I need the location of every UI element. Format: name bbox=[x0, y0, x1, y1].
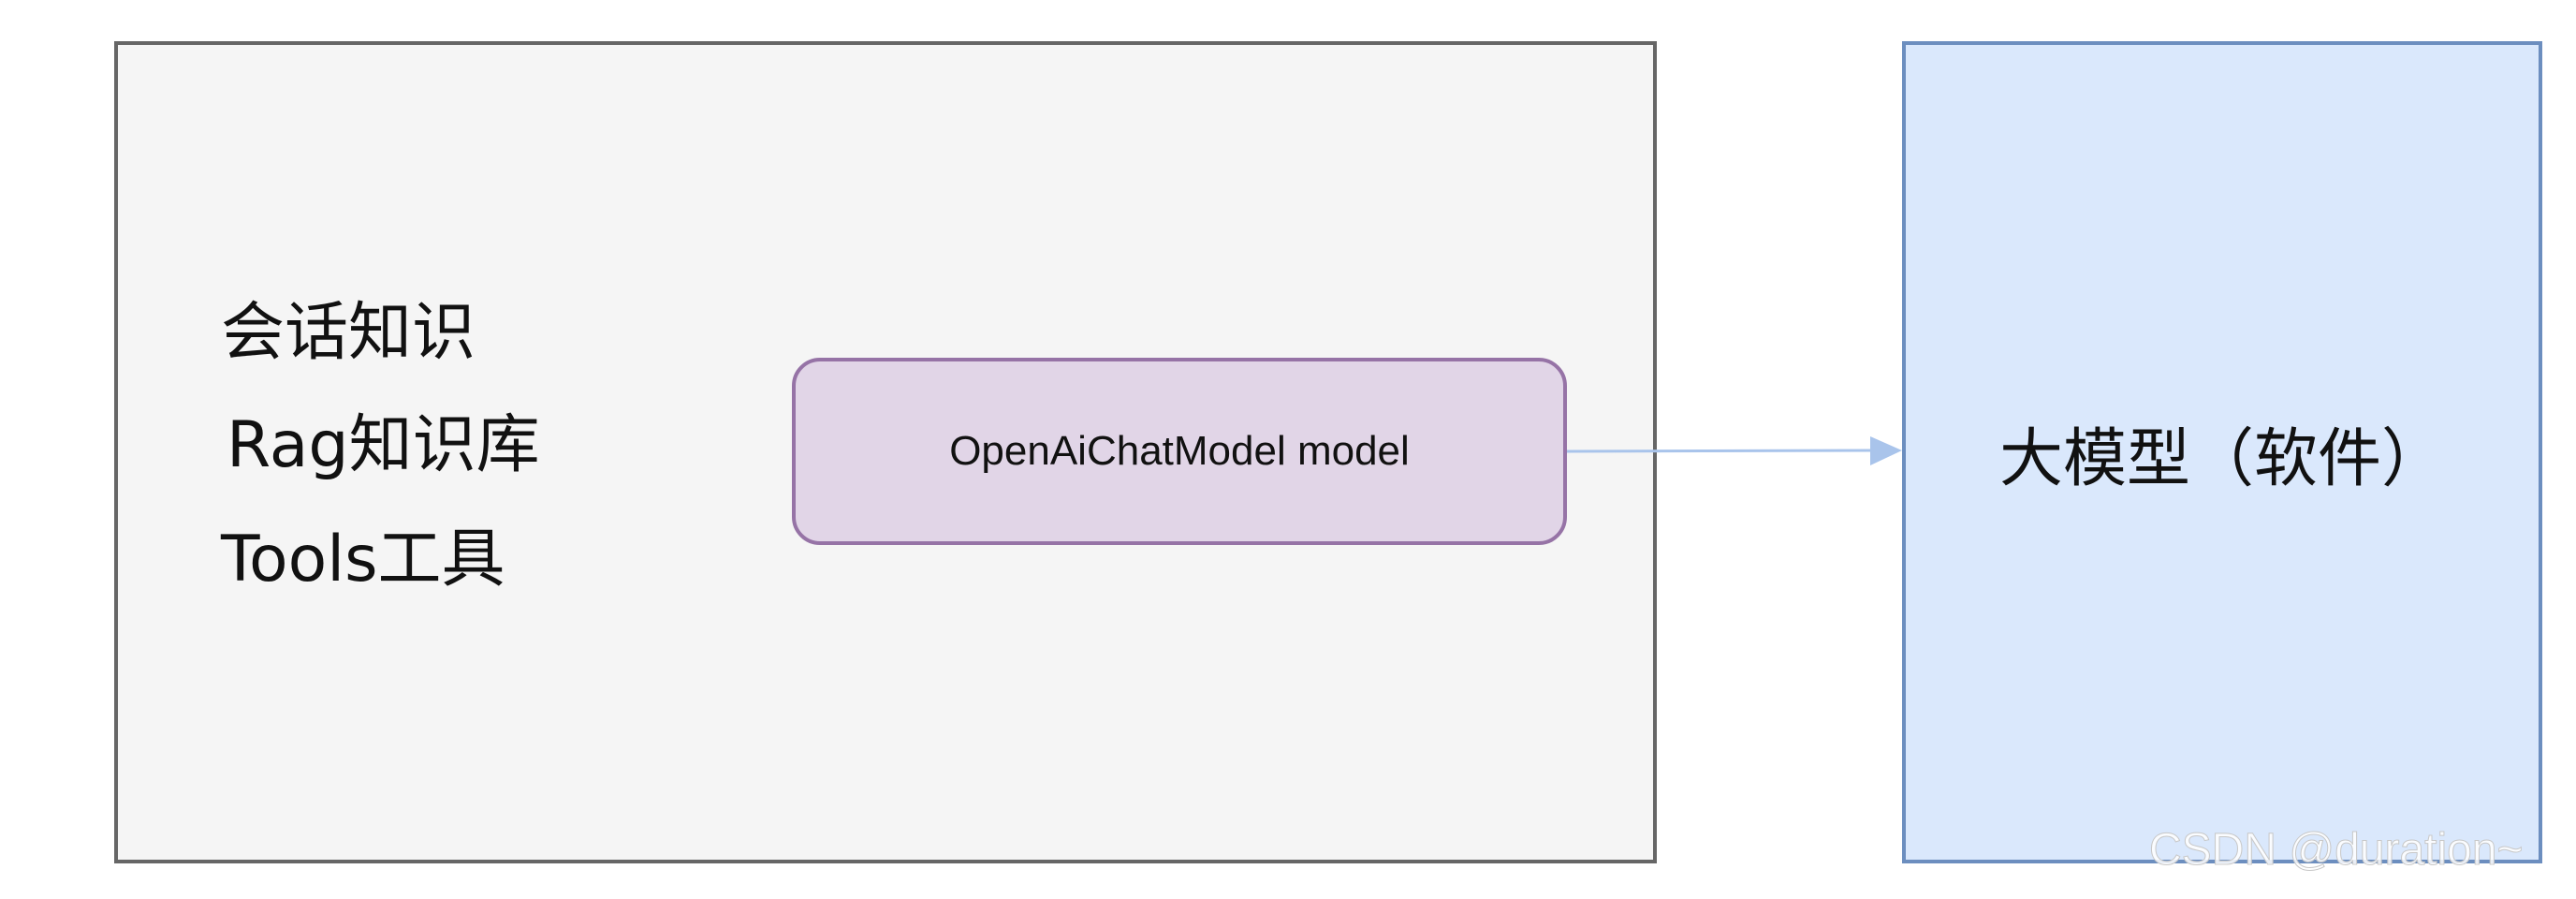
llm-node: 大模型（软件） bbox=[1902, 41, 2542, 863]
arrow-line bbox=[1566, 449, 1871, 453]
watermark: CSDN @duration~ bbox=[2149, 825, 2525, 876]
llm-node-label: 大模型（软件） bbox=[1998, 421, 2445, 496]
model-node-label: OpenAiChatModel model bbox=[949, 428, 1410, 474]
arrow-head-icon bbox=[1870, 436, 1902, 465]
item-tools: Tools工具 bbox=[221, 523, 505, 597]
item-rag-knowledge-base: Rag知识库 bbox=[227, 408, 540, 482]
model-node: OpenAiChatModel model bbox=[792, 358, 1567, 545]
item-conversation-knowledge: 会话知识 bbox=[221, 296, 476, 370]
